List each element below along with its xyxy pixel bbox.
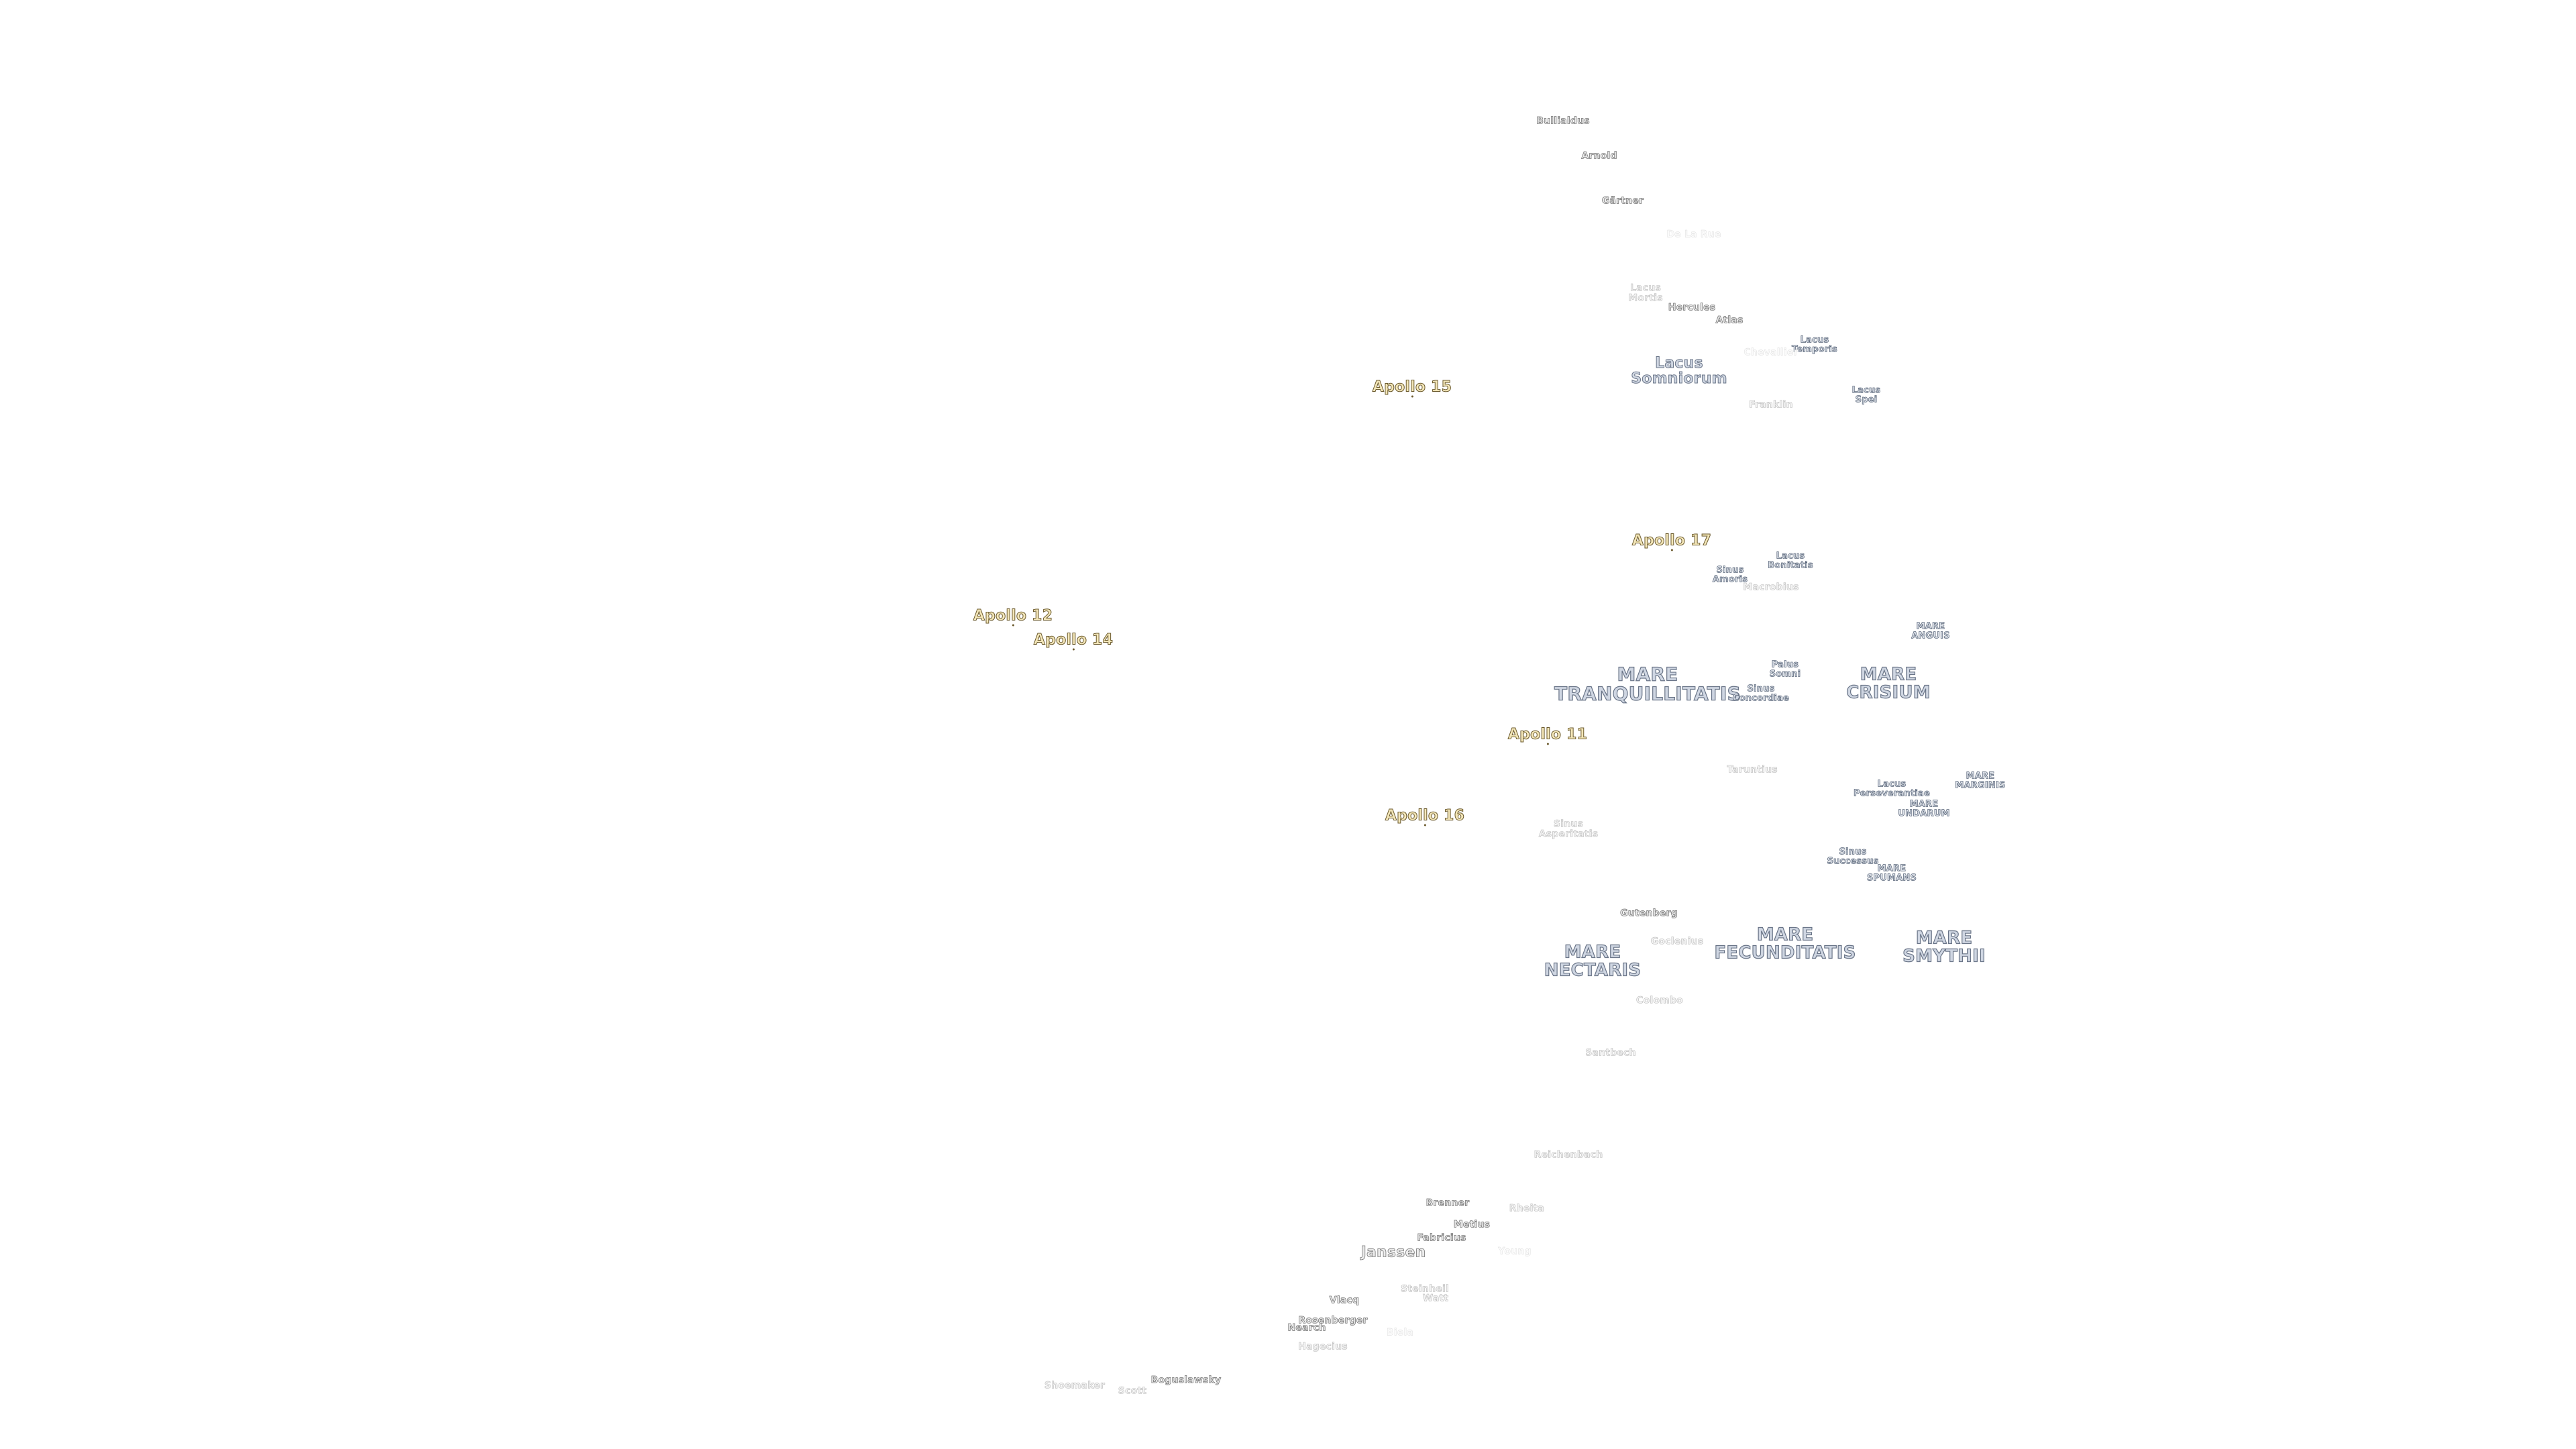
- label-janssen[interactable]: Janssen: [1360, 1244, 1426, 1261]
- label-mare-nectaris[interactable]: MARE NECTARIS: [1544, 942, 1642, 981]
- label-mare-anguis[interactable]: MARE ANGUIS: [1911, 621, 1950, 641]
- label-arnold[interactable]: Arnold: [1581, 150, 1617, 162]
- label-apollo-11[interactable]: Apollo 11: [1507, 726, 1588, 745]
- label-mare-undarum[interactable]: MARE UNDARUM: [1898, 799, 1950, 818]
- label-gutenberg[interactable]: Gutenberg: [1620, 908, 1678, 919]
- label-sinus-asperitatis[interactable]: Sinus Asperitatis: [1538, 818, 1599, 839]
- label-macrobius[interactable]: Macrobius: [1743, 582, 1799, 593]
- label-apollo-17[interactable]: Apollo 17: [1631, 532, 1712, 551]
- label-mare-tranquillitatis[interactable]: MARE TRANQUILLITATIS: [1554, 663, 1741, 705]
- label-shoemaker[interactable]: Shoemaker: [1044, 1380, 1106, 1391]
- label-vlacq[interactable]: Vlacq: [1329, 1295, 1360, 1306]
- label-lacus-bonitatis[interactable]: Lacus Bonitatis: [1768, 551, 1813, 570]
- label-metius[interactable]: Metius: [1453, 1219, 1491, 1230]
- label-lacus-spei[interactable]: Lacus Spei: [1851, 385, 1881, 405]
- label-lacus-temporis[interactable]: Lacus Temporis: [1792, 335, 1838, 354]
- label-taruntius[interactable]: Taruntius: [1727, 764, 1778, 775]
- label-steinheil[interactable]: Steinheil: [1401, 1283, 1449, 1295]
- label-fabricius[interactable]: Fabricius: [1417, 1232, 1466, 1244]
- label-atlas[interactable]: Atlas: [1715, 315, 1743, 326]
- label-apollo-12[interactable]: Apollo 12: [973, 607, 1053, 627]
- label-sinus-concordiae[interactable]: Sinus Concordiae: [1732, 684, 1790, 703]
- label-bullialdus[interactable]: Bullialdus: [1536, 115, 1590, 127]
- label-colombo[interactable]: Colombo: [1636, 995, 1683, 1006]
- label-chevallier[interactable]: Chevallier: [1743, 347, 1799, 358]
- label-young[interactable]: Young: [1498, 1246, 1532, 1257]
- label-goclenius[interactable]: Goclenius: [1650, 936, 1704, 947]
- label-mare-smythii[interactable]: MARE SMYTHII: [1902, 928, 1986, 967]
- label-scott[interactable]: Scott: [1118, 1385, 1147, 1397]
- label-reichenbach[interactable]: Reichenbach: [1534, 1149, 1603, 1161]
- label-sinus-successus[interactable]: Sinus Successus: [1827, 847, 1879, 866]
- label-hagecius[interactable]: Hagecius: [1298, 1341, 1348, 1352]
- label-apollo-14[interactable]: Apollo 14: [1033, 631, 1114, 651]
- label-watt[interactable]: Watt: [1422, 1293, 1449, 1304]
- label-rosenberger[interactable]: Rosenberger: [1298, 1315, 1368, 1326]
- label-mare-fecunditatis[interactable]: MARE FECUNDITATIS: [1714, 924, 1856, 963]
- label-palus-somni[interactable]: Palus Somni: [1769, 659, 1801, 679]
- label-boguslawsky[interactable]: Boguslawsky: [1150, 1375, 1222, 1386]
- label-lacus-somniorum[interactable]: Lacus Somniorum: [1631, 354, 1727, 387]
- label-mare-crisium[interactable]: MARE CRISIUM: [1846, 664, 1931, 703]
- label-mare-spumans[interactable]: MARE SPUMANS: [1866, 863, 1917, 883]
- label-nearch[interactable]: Nearch: [1287, 1322, 1326, 1334]
- label-franklin[interactable]: Franklin: [1749, 399, 1793, 411]
- label-brenner[interactable]: Brenner: [1426, 1197, 1470, 1209]
- label-apollo-15[interactable]: Apollo 15: [1372, 378, 1452, 398]
- label-hercules[interactable]: Hercules: [1668, 302, 1716, 313]
- label-santbech[interactable]: Santbech: [1585, 1047, 1636, 1059]
- label-biela[interactable]: Biela: [1386, 1327, 1414, 1338]
- label-apollo-16[interactable]: Apollo 16: [1385, 807, 1465, 826]
- label-gartner[interactable]: Gärtner: [1601, 195, 1644, 207]
- label-mare-marginis[interactable]: MARE MARGINIS: [1955, 771, 2006, 790]
- label-lacus-perseverantiae[interactable]: Lacus Perseverantiae: [1853, 779, 1931, 798]
- label-de-la-rue[interactable]: De La Rue: [1666, 229, 1721, 240]
- label-sinus-amoris[interactable]: Sinus Amoris: [1712, 565, 1748, 584]
- label-lacus-mortis[interactable]: Lacus Mortis: [1628, 282, 1663, 303]
- label-rheita[interactable]: Rheita: [1509, 1203, 1545, 1214]
